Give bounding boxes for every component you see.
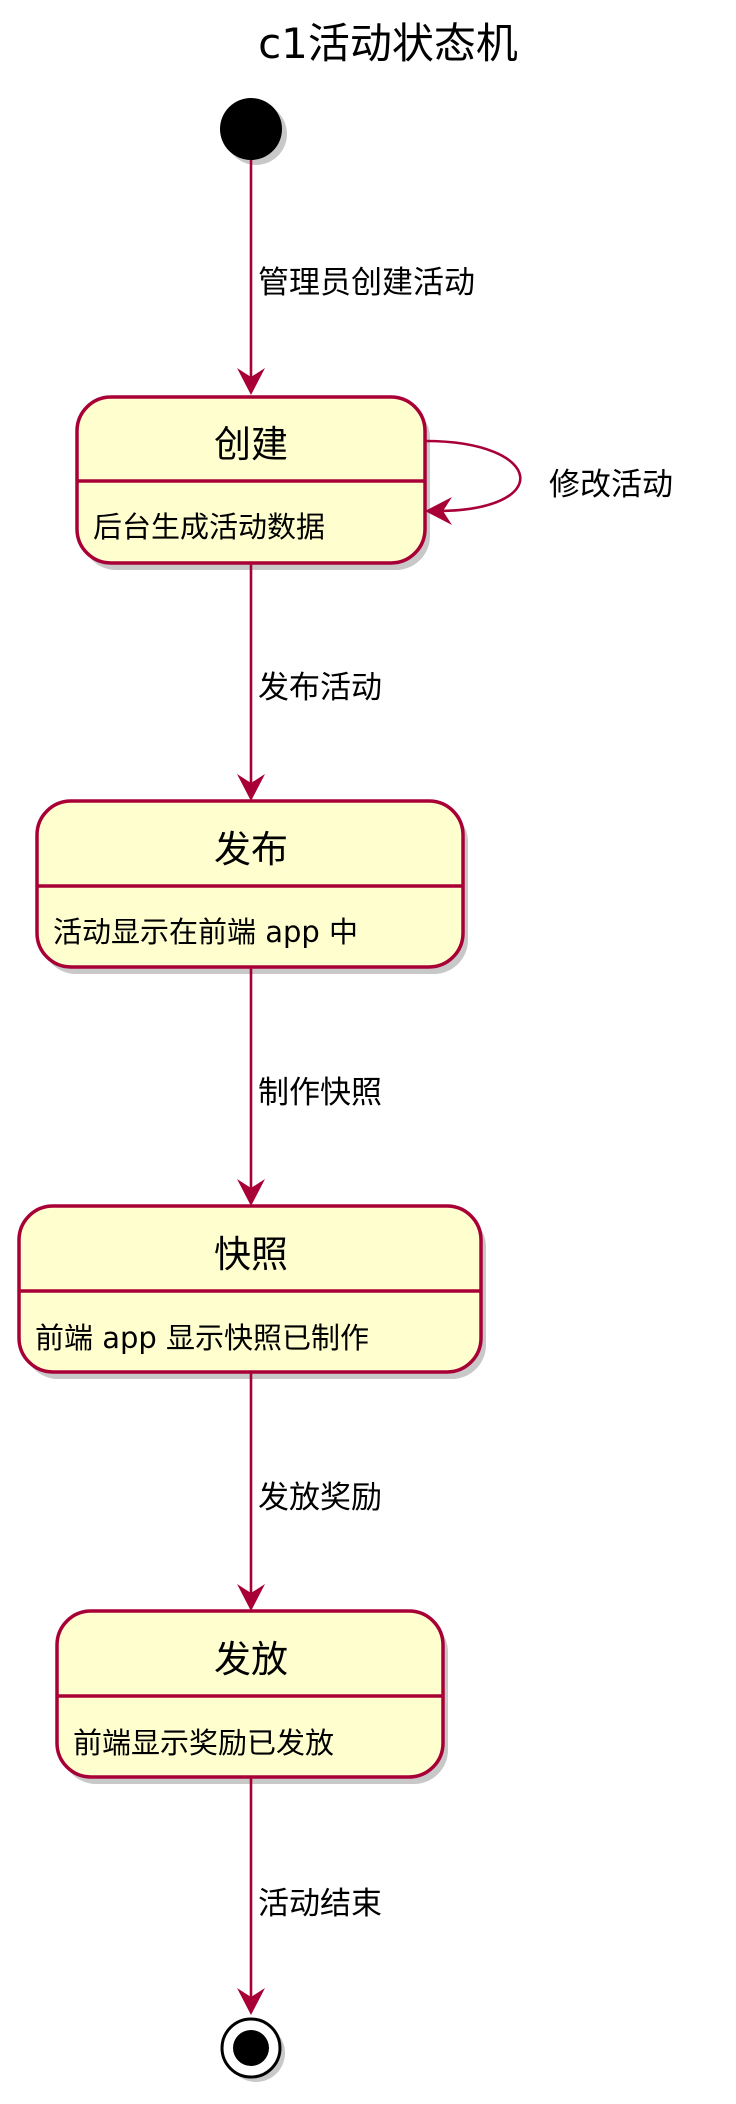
edge-label: 发布活动	[258, 670, 382, 706]
edge-label: 管理员创建活动	[258, 265, 475, 301]
state-description: 前端 app 显示快照已制作	[35, 1321, 369, 1355]
state-published: 发布 活动显示在前端 app 中	[35, 799, 468, 974]
edge-label: 活动结束	[258, 1886, 382, 1922]
edge-label: 制作快照	[258, 1075, 382, 1111]
state-name: 发放	[214, 1638, 288, 1681]
state-description: 后台生成活动数据	[93, 510, 325, 544]
transition-edit-activity: 修改活动	[424, 439, 673, 525]
state-description: 前端显示奖励已发放	[73, 1726, 334, 1760]
end-node	[220, 2017, 285, 2082]
transition-activity-end: 活动结束	[237, 1777, 382, 2015]
state-distributed: 发放 前端显示奖励已发放	[55, 1609, 448, 1784]
transition-create-activity: 管理员创建活动	[237, 160, 475, 395]
transition-distribute-reward: 发放奖励	[237, 1372, 382, 1611]
state-description: 活动显示在前端 app 中	[53, 915, 358, 949]
edge-label: 修改活动	[549, 467, 673, 503]
edge-label: 发放奖励	[258, 1480, 382, 1516]
transition-publish-activity: 发布活动	[237, 563, 382, 801]
state-snapshot: 快照 前端 app 显示快照已制作	[17, 1204, 486, 1379]
state-created: 创建 后台生成活动数据	[75, 395, 430, 570]
diagram-title: c1活动状态机	[258, 19, 518, 68]
state-name: 快照	[214, 1233, 288, 1276]
state-name: 发布	[214, 828, 288, 871]
start-node	[220, 98, 282, 160]
transition-make-snapshot: 制作快照	[237, 967, 382, 1206]
state-name: 创建	[214, 423, 288, 466]
